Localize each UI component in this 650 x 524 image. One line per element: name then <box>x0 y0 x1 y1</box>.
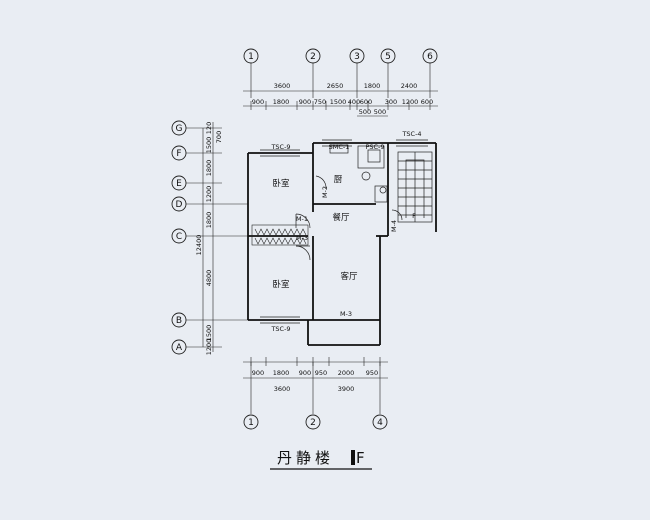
axis-label-g: G <box>176 124 183 134</box>
dim-top-detail-3: 900 <box>299 98 311 106</box>
title-mark <box>351 450 355 465</box>
dim-left-detail-1: 120 <box>205 122 213 134</box>
label-tsc4: TSC-4 <box>401 130 421 138</box>
dim-top-small-1: 500 <box>359 108 371 116</box>
label-psc9: PSC-9 <box>365 143 384 151</box>
dim-top-detail-6: 400 <box>348 98 360 106</box>
dim-top-overall-1: 3600 <box>274 82 291 90</box>
wardrobe <box>251 224 309 246</box>
axis-label-c: C <box>176 232 182 242</box>
label-m3-bottom: M-3 <box>340 310 352 318</box>
dim-bottom-overall-1: 3600 <box>274 385 291 393</box>
label-tsc9-top: TSC-9 <box>270 143 290 151</box>
dim-top-detail-5: 1500 <box>330 98 347 106</box>
windows <box>260 139 428 324</box>
label-smc1: SMC-1 <box>329 143 350 151</box>
title-text: 丹静楼 <box>277 449 334 467</box>
room-bedroom-upper: 卧室 <box>272 178 290 189</box>
axis-label-bottom-4: 4 <box>377 418 383 428</box>
axis-label-top-1: 1 <box>248 52 254 62</box>
stairs <box>397 151 433 223</box>
axis-label-b: B <box>176 316 182 326</box>
dim-left-detail-8: 1500 <box>205 325 213 342</box>
kitchen-fixtures <box>329 144 388 203</box>
room-kitchen: 厨 <box>334 175 343 185</box>
dim-bottom-detail-1: 900 <box>252 369 264 377</box>
axis-label-top-6: 6 <box>427 52 433 62</box>
dim-left-detail-4: 1800 <box>205 160 213 177</box>
label-m1: M-1 <box>296 215 308 223</box>
dim-left-detail-6: 1800 <box>205 212 213 229</box>
dim-top-detail-8: 300 <box>385 98 397 106</box>
axis-label-bottom-2: 2 <box>310 418 316 428</box>
dim-left-detail-3: 1500 <box>205 137 213 154</box>
dim-left-detail-9: 1200 <box>205 339 213 356</box>
dim-bottom-detail-3: 900 <box>299 369 311 377</box>
title-suffix: F <box>356 449 369 467</box>
dim-bottom-detail-4: 950 <box>315 369 327 377</box>
room-living: 客厅 <box>340 271 358 282</box>
axis-label-top-5: 5 <box>385 52 391 62</box>
label-m2: M-2 <box>321 186 329 198</box>
dim-top-detail-10: 600 <box>421 98 433 106</box>
axis-label-a: A <box>176 343 183 353</box>
dim-bottom-detail-2: 1800 <box>273 369 290 377</box>
axis-lines <box>186 63 431 414</box>
label-tsc9-bottom: TSC-9 <box>270 325 290 333</box>
dim-top-detail-7: 600 <box>360 98 372 106</box>
axis-label-top-2: 2 <box>310 52 316 62</box>
dim-top-overall-3: 1800 <box>364 82 381 90</box>
dim-top-detail-4: 750 <box>314 98 326 106</box>
room-bedroom-lower: 卧室 <box>272 279 290 290</box>
axis-label-e: E <box>176 179 182 189</box>
label-m4: M-4 <box>390 220 398 232</box>
dim-top-overall-4: 2400 <box>401 82 418 90</box>
axis-label-d: D <box>176 200 183 210</box>
dim-top-detail-9: 1200 <box>402 98 419 106</box>
walls <box>247 142 437 346</box>
axis-bubbles <box>171 48 438 430</box>
dim-bottom-overall-2: 3900 <box>338 385 355 393</box>
dim-left-overall: 12400 <box>195 235 203 256</box>
dim-left-detail-5: 1200 <box>205 186 213 203</box>
room-dining: 餐厅 <box>332 213 350 223</box>
dim-left-detail-2: 700 <box>215 131 223 143</box>
dim-top-detail-1: 900 <box>252 98 264 106</box>
label-stair-f: F <box>412 212 416 220</box>
axis-label-top-3: 3 <box>354 52 360 62</box>
axis-label-bottom-1: 1 <box>248 418 254 428</box>
dim-bottom-detail-6: 950 <box>366 369 378 377</box>
dim-bottom-detail-5: 2000 <box>338 369 355 377</box>
dim-left-detail-7: 4800 <box>205 270 213 287</box>
axis-label-f: F <box>176 149 181 159</box>
dim-top-small-2: 500 <box>374 108 386 116</box>
drawing-title: 丹静楼 F <box>270 449 372 470</box>
dim-top-detail-2: 1800 <box>273 98 290 106</box>
label-m3-mid: M-3 <box>296 234 308 242</box>
dim-top-overall-2: 2650 <box>327 82 344 90</box>
doors <box>295 175 403 261</box>
dimension-lines <box>202 90 438 379</box>
